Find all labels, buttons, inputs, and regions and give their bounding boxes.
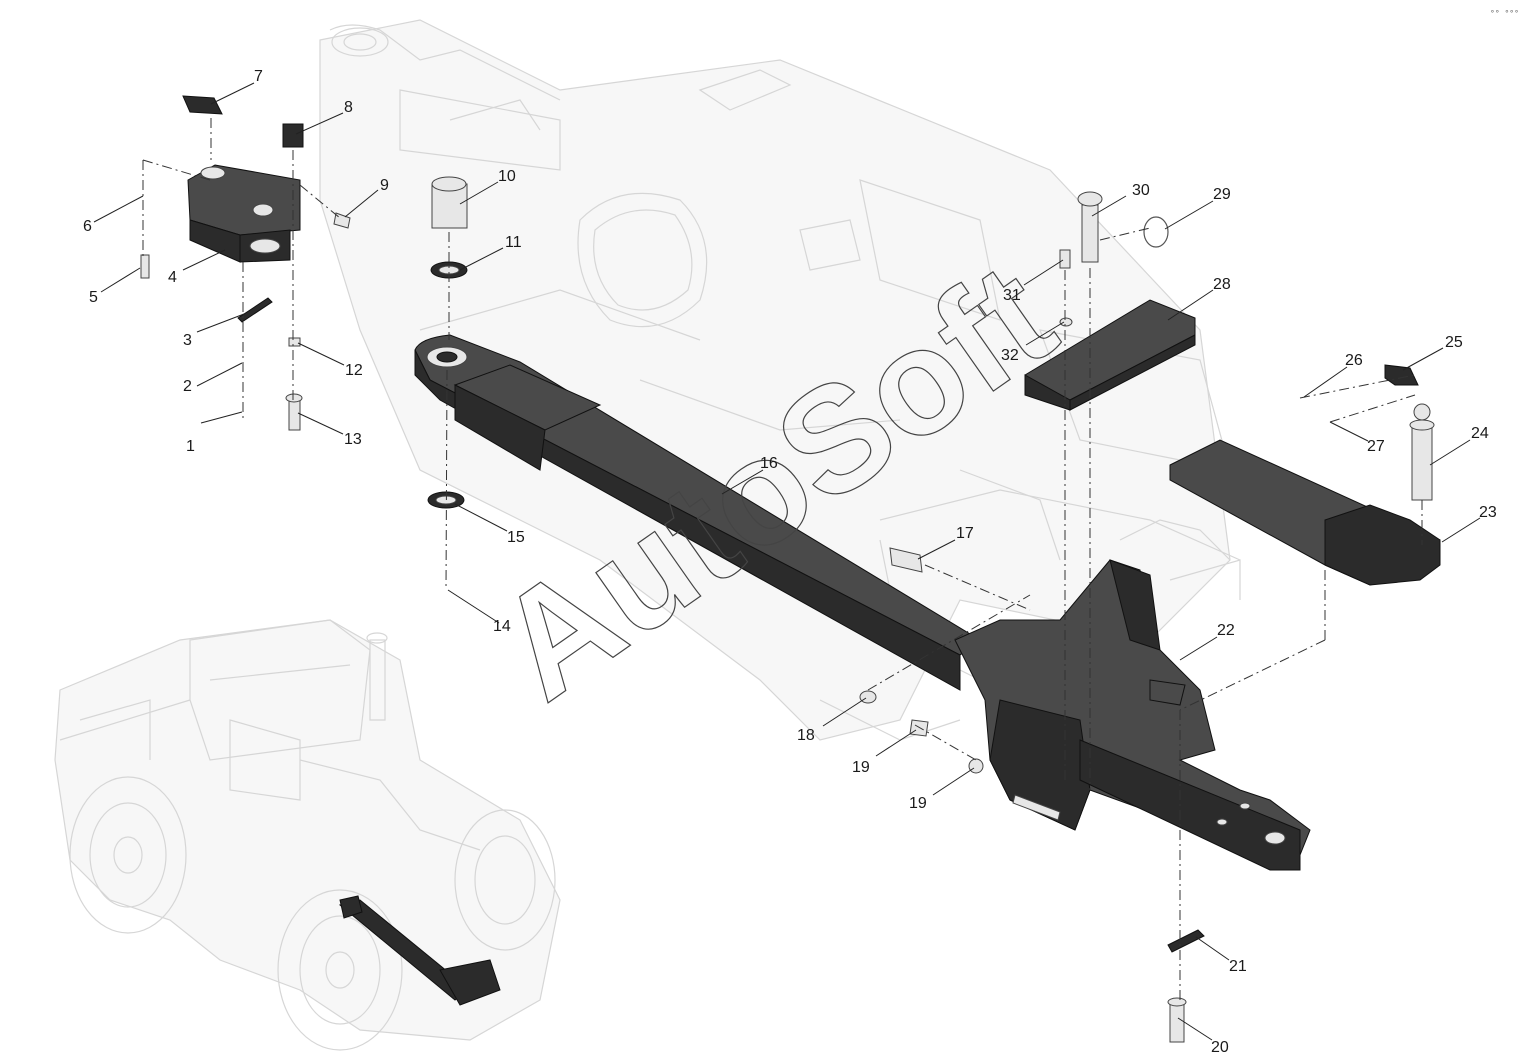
callout-labels: 1 2 3 4 5 6 7 8 9 10 11 12 13 14 15 16 1… <box>83 68 1497 1056</box>
callout-6: 6 <box>83 218 92 235</box>
callout-31: 31 <box>1003 287 1021 304</box>
callout-15: 15 <box>507 529 525 546</box>
callout-23: 23 <box>1479 504 1497 521</box>
callout-18: 18 <box>797 727 815 744</box>
main-drawbar-assembly <box>414 334 1311 871</box>
callout-32: 32 <box>1001 347 1019 364</box>
callout-4: 4 <box>168 269 177 286</box>
callout-13: 13 <box>344 431 362 448</box>
callout-7: 7 <box>254 68 263 85</box>
callout-leaders <box>93 82 1481 1041</box>
callout-30: 30 <box>1132 182 1150 199</box>
right-side-parts <box>1024 191 1441 586</box>
callout-8: 8 <box>344 99 353 116</box>
callout-25: 25 <box>1445 334 1463 351</box>
callout-22: 22 <box>1217 622 1235 639</box>
corner-mark: °° °°° <box>1490 9 1519 18</box>
callout-14: 14 <box>493 618 511 635</box>
callout-21: 21 <box>1229 958 1247 975</box>
callout-19b: 19 <box>909 795 927 812</box>
assembly-center-lines <box>142 118 1423 1000</box>
callout-10: 10 <box>498 168 516 185</box>
callout-3: 3 <box>183 332 192 349</box>
callout-9: 9 <box>380 177 389 194</box>
callout-27: 27 <box>1367 438 1385 455</box>
callout-1: 1 <box>186 438 195 455</box>
callout-17: 17 <box>956 525 974 542</box>
callout-19a: 19 <box>852 759 870 776</box>
callout-28: 28 <box>1213 276 1231 293</box>
callout-16: 16 <box>760 455 778 472</box>
callout-2: 2 <box>183 378 192 395</box>
callout-12: 12 <box>345 362 363 379</box>
callout-20: 20 <box>1211 1039 1229 1056</box>
misc-small-parts <box>859 547 1205 1043</box>
callout-11: 11 <box>505 234 522 251</box>
callout-5: 5 <box>89 289 98 306</box>
callout-26: 26 <box>1345 352 1363 369</box>
callout-24: 24 <box>1471 425 1489 442</box>
ghost-tractor-illustration <box>54 619 561 1051</box>
callout-29: 29 <box>1213 186 1231 203</box>
